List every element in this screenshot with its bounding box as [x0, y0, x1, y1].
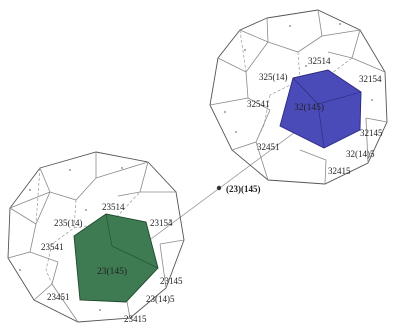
left-label-3: 23154: [150, 218, 173, 228]
left-outline: [7, 151, 185, 323]
midpoint-dot: [216, 185, 222, 191]
left-face-edge-2: [111, 245, 159, 269]
middle-label: (23)(145): [226, 184, 261, 194]
right-label-6: 32(14)5: [346, 149, 375, 159]
right-label-5: 32145: [360, 128, 383, 138]
left-polytope: 235(14) 23514 23154 23541 23(145) 23145 …: [7, 151, 185, 324]
right-face-edge: [317, 103, 325, 149]
left-label-7: 23451: [47, 292, 70, 302]
right-highlighted-face: [279, 69, 362, 149]
right-hidden-edges: [239, 29, 353, 143]
right-dots: [224, 23, 373, 133]
left-dots: [19, 167, 171, 311]
right-label-3: 32154: [359, 74, 382, 84]
connector-line: [119, 111, 323, 263]
left-center-label: 23(145): [97, 266, 127, 277]
left-label-4: 23541: [41, 242, 64, 252]
left-label-2: 23514: [102, 202, 125, 212]
left-hidden-edges: [35, 167, 141, 285]
left-label-8: 23415: [124, 314, 147, 324]
right-label-7: 32451: [257, 142, 280, 152]
left-label-6: 23(14)5: [146, 294, 175, 304]
left-highlighted-face: [73, 213, 159, 303]
right-center-label: 32(145): [294, 102, 324, 113]
right-polytope: 325(14) 32514 32154 32541 32(145) 32145 …: [209, 9, 388, 185]
right-label-8: 32415: [328, 166, 351, 176]
left-face-edge-1: [105, 213, 113, 247]
right-label-2: 32514: [308, 56, 331, 66]
left-label-5: 23145: [160, 276, 183, 286]
left-label-1: 235(14): [54, 218, 83, 228]
right-label-1: 325(14): [259, 72, 288, 82]
right-label-4: 32541: [247, 99, 270, 109]
